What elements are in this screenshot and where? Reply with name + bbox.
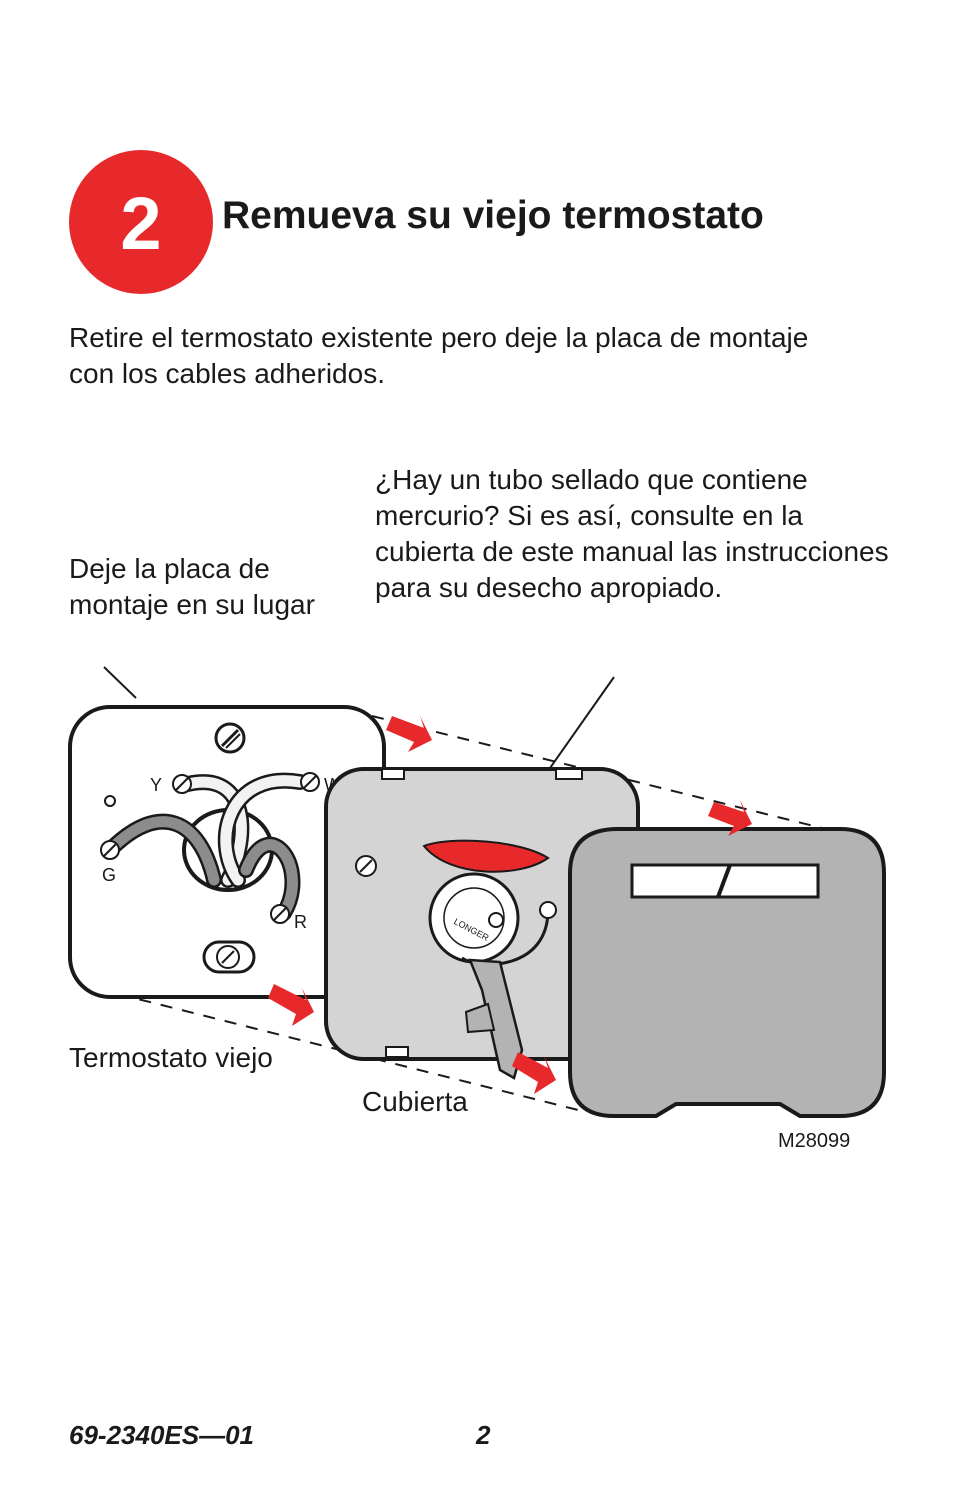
document-number: 69-2340ES—01	[69, 1420, 255, 1450]
cover-label: Cubierta	[362, 1086, 468, 1117]
step-title: Remueva su viejo termostato	[222, 194, 764, 237]
arrow-bottom-left	[268, 984, 314, 1026]
arrow-top-left	[386, 716, 432, 752]
alignment-dashes	[117, 715, 839, 1111]
terminal-label-y: Y	[150, 775, 162, 795]
step-number: 2	[120, 182, 162, 265]
arrow-bottom-center	[512, 1052, 556, 1094]
terminal-label-r: R	[294, 912, 307, 932]
thermostat-cover	[568, 827, 886, 1118]
terminal-label-g: G	[102, 865, 116, 885]
mounting-plate: Y W G R	[68, 705, 386, 999]
intro-paragraph: Retire el termostato existente pero deje…	[69, 322, 809, 389]
page-number: 2	[476, 1420, 491, 1450]
mounting-plate-callout: Deje la placa de montaje en su lugar	[69, 553, 315, 620]
arrow-top-right	[708, 800, 752, 836]
step-number-badge: 2	[69, 150, 213, 294]
figure-code: M28099	[778, 1130, 851, 1152]
direction-arrows	[268, 716, 752, 1094]
old-thermostat-label: Termostato viejo	[69, 1042, 273, 1073]
mercury-callout: ¿Hay un tubo sellado que contiene mercur…	[375, 464, 889, 603]
plate-leader-line	[103, 666, 137, 699]
